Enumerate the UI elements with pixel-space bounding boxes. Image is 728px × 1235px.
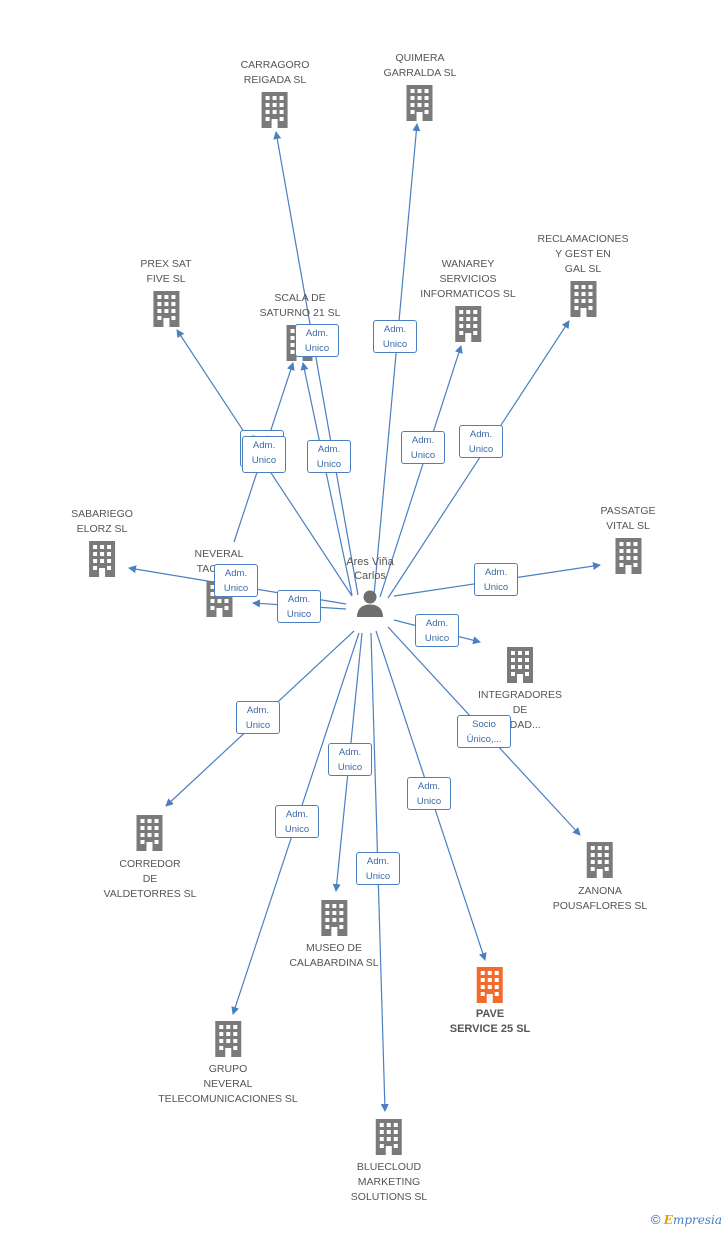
edge-quimera bbox=[373, 123, 421, 596]
relation-label-reclamaciones[interactable]: Adm. Unico bbox=[459, 425, 503, 458]
building-icon bbox=[136, 815, 164, 851]
building-icon bbox=[261, 92, 289, 128]
building-icon bbox=[454, 306, 482, 342]
company-name: MUSEO DE CALABARDINA SL bbox=[289, 942, 379, 969]
company-node-scala[interactable]: SCALA DE SATURNO 21 SL bbox=[259, 291, 341, 361]
relation-label-carragoro[interactable]: Adm. Unico bbox=[295, 324, 339, 357]
relation-label-sabariego[interactable]: Adm. Unico bbox=[214, 564, 258, 597]
relation-label-scala-b[interactable]: Adm. Unico bbox=[307, 440, 351, 473]
company-name: SCALA DE SATURNO 21 SL bbox=[259, 292, 341, 319]
relation-label-wanarey[interactable]: Adm. Unico bbox=[401, 431, 445, 464]
company-name: CORREDOR DE VALDETORRES SL bbox=[103, 858, 197, 900]
building-icon bbox=[406, 85, 434, 121]
relation-label-integradores[interactable]: Adm. Unico bbox=[415, 614, 459, 647]
building-icon bbox=[88, 541, 116, 577]
edge-scala-b bbox=[300, 362, 353, 596]
relation-label-bluecloud[interactable]: Adm. Unico bbox=[356, 852, 400, 885]
company-node-zanona[interactable]: ZANONA POUSAFLORES SL bbox=[552, 842, 648, 914]
company-name: INTEGRADORES DE CIDAD... bbox=[477, 689, 563, 731]
company-node-bluecloud[interactable]: BLUECLOUD MARKETING SOLUTIONS SL bbox=[351, 1119, 427, 1205]
person-icon bbox=[357, 590, 383, 617]
relation-label-zanona[interactable]: Socio Único,... bbox=[457, 715, 511, 748]
person-node[interactable]: Ares Viña Carlos bbox=[334, 555, 406, 617]
relation-label-pave[interactable]: Adm. Unico bbox=[407, 777, 451, 810]
company-node-sabariego[interactable]: SABARIEGO ELORZ SL bbox=[71, 507, 133, 577]
company-name: BLUECLOUD MARKETING SOLUTIONS SL bbox=[350, 1161, 428, 1203]
relation-label-quimera[interactable]: Adm. Unico bbox=[373, 320, 417, 353]
company-node-museo[interactable]: MUSEO DE CALABARDINA SL bbox=[289, 900, 379, 971]
building-icon bbox=[586, 842, 614, 878]
company-node-grupo[interactable]: GRUPO NEVERAL TELECOMUNICACIONES SL bbox=[158, 1021, 298, 1107]
relation-label-scala-a[interactable]: Adm. Unico bbox=[242, 436, 286, 473]
company-node-corredor[interactable]: CORREDOR DE VALDETORRES SL bbox=[103, 815, 197, 902]
brand-name: Empresia bbox=[663, 1213, 722, 1227]
company-name: QUIMERA GARRALDA SL bbox=[383, 52, 457, 79]
relation-label-museo[interactable]: Adm. Unico bbox=[328, 743, 372, 776]
company-name: GRUPO NEVERAL TELECOMUNICACIONES SL bbox=[158, 1063, 298, 1105]
relation-label-grupo[interactable]: Adm. Unico bbox=[275, 805, 319, 838]
relation-label-corredor[interactable]: Adm. Unico bbox=[236, 701, 280, 734]
company-node-wanarey[interactable]: WANAREY SERVICIOS INFORMATICOS SL bbox=[420, 257, 516, 342]
company-name: PREX SAT FIVE SL bbox=[140, 258, 192, 285]
company-name: RECLAMACIONES Y GEST EN GAL SL bbox=[537, 233, 629, 275]
company-name: CARRAGORO REIGADA SL bbox=[240, 59, 310, 86]
building-icon bbox=[476, 967, 504, 1003]
company-node-passatge[interactable]: PASSATGE VITAL SL bbox=[600, 504, 656, 574]
relation-label-passatge[interactable]: Adm. Unico bbox=[474, 563, 518, 596]
building-icon bbox=[152, 291, 180, 327]
empresia-logo: © Empresia bbox=[651, 1212, 722, 1227]
building-icon bbox=[614, 538, 642, 574]
company-name: WANAREY SERVICIOS INFORMATICOS SL bbox=[420, 258, 516, 300]
building-icon bbox=[214, 1021, 242, 1057]
company-node-prexsat[interactable]: PREX SAT FIVE SL bbox=[140, 257, 192, 327]
edge-wanarey bbox=[379, 345, 463, 598]
relation-label-neveral[interactable]: Adm. Unico bbox=[277, 590, 321, 623]
company-node-quimera[interactable]: QUIMERA GARRALDA SL bbox=[383, 51, 457, 121]
company-name: PAVE SERVICE 25 SL bbox=[449, 1008, 531, 1035]
company-name: SABARIEGO ELORZ SL bbox=[71, 508, 133, 535]
person-name: Ares Viña Carlos bbox=[346, 556, 394, 582]
copyright-symbol: © bbox=[650, 1212, 661, 1227]
edge-reclamaciones bbox=[387, 320, 570, 599]
edge-carragoro bbox=[273, 131, 359, 596]
company-name: PASSATGE VITAL SL bbox=[600, 505, 656, 532]
building-icon bbox=[506, 647, 534, 683]
company-name: ZANONA POUSAFLORES SL bbox=[552, 885, 648, 912]
building-icon bbox=[320, 900, 348, 936]
building-icon bbox=[375, 1119, 403, 1155]
company-node-integradores[interactable]: INTEGRADORES DE CIDAD... bbox=[478, 647, 562, 733]
company-node-reclamaciones[interactable]: RECLAMACIONES Y GEST EN GAL SL bbox=[537, 232, 629, 317]
company-node-pave[interactable]: PAVE SERVICE 25 SL bbox=[449, 967, 531, 1037]
building-icon bbox=[569, 281, 597, 317]
company-node-carragoro[interactable]: CARRAGORO REIGADA SL bbox=[240, 58, 310, 128]
